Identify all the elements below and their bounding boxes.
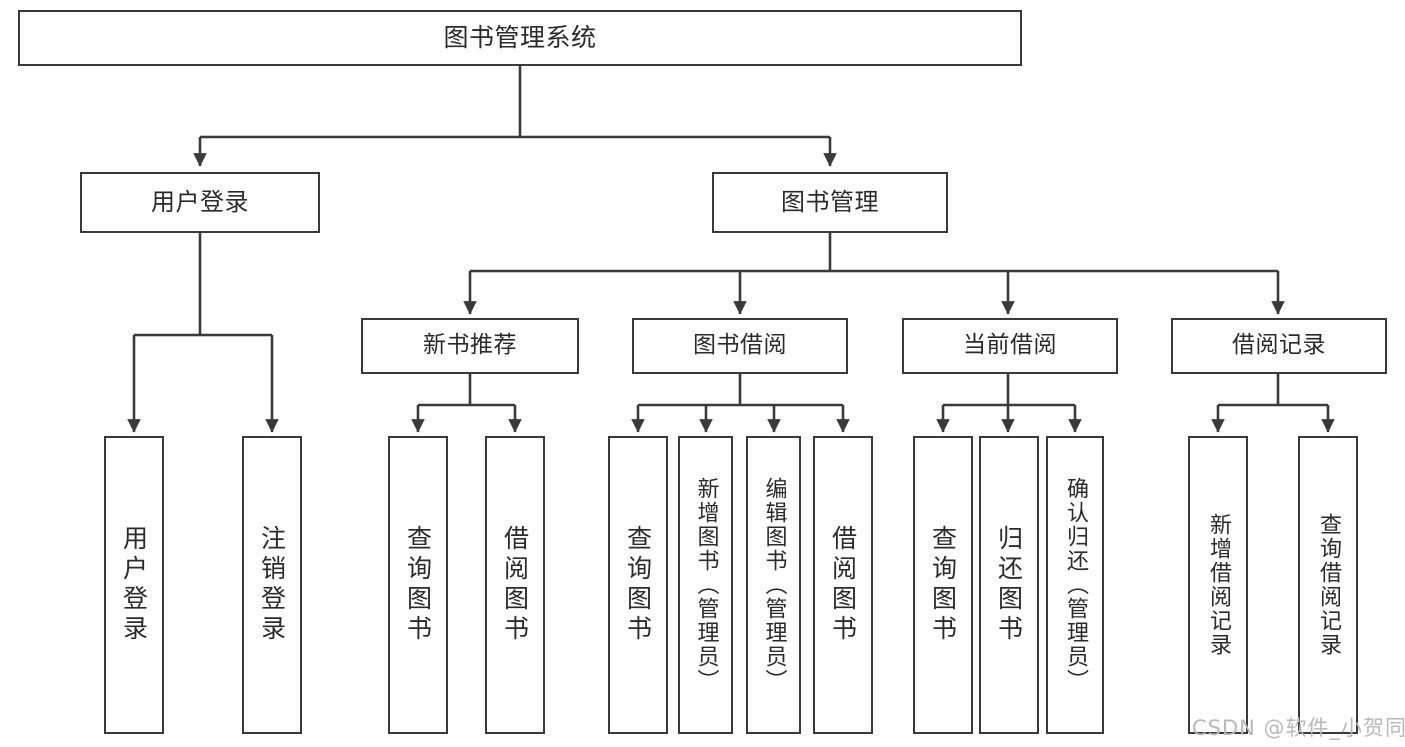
node-label: 图书管理 <box>781 188 879 217</box>
node-label: 借阅记录 <box>1232 332 1326 359</box>
node-borrow-record[interactable]: 借阅记录 <box>1171 318 1387 374</box>
node-label: 查询图书 <box>403 525 433 645</box>
node-current-borrow[interactable]: 当前借阅 <box>902 318 1118 374</box>
leaf-borrow-book-2[interactable]: 借阅图书 <box>813 436 873 734</box>
node-label: 查询借阅记录 <box>1316 513 1341 657</box>
node-label: 新书推荐 <box>423 332 517 359</box>
leaf-query-book-3[interactable]: 查询图书 <box>913 436 973 734</box>
node-label: 查询图书 <box>928 525 958 645</box>
node-book-borrow[interactable]: 图书借阅 <box>632 318 848 374</box>
node-label: 新增借阅记录 <box>1206 513 1231 657</box>
node-label: 归还图书 <box>994 525 1024 645</box>
leaf-return-book[interactable]: 归还图书 <box>979 436 1039 734</box>
leaf-borrow-book-1[interactable]: 借阅图书 <box>485 436 545 734</box>
node-label: 查询图书 <box>623 525 653 645</box>
node-label: 编辑图书（管理员） <box>761 477 787 693</box>
leaf-confirm-return-admin[interactable]: 确认归还（管理员） <box>1046 436 1104 734</box>
node-label: 借阅图书 <box>500 525 530 645</box>
node-label: 确认归还（管理员） <box>1063 477 1088 693</box>
leaf-add-book-admin[interactable]: 新增图书（管理员） <box>678 436 733 734</box>
leaf-add-borrow-record[interactable]: 新增借阅记录 <box>1188 436 1248 734</box>
node-root-book-management-system[interactable]: 图书管理系统 <box>18 10 1022 66</box>
leaf-user-login[interactable]: 用户登录 <box>104 436 164 734</box>
node-label: 用户登录 <box>151 188 249 217</box>
node-new-book-recommend[interactable]: 新书推荐 <box>361 318 579 374</box>
leaf-edit-book-admin[interactable]: 编辑图书（管理员） <box>746 436 801 734</box>
node-label: 图书借阅 <box>693 332 787 359</box>
leaf-query-book-2[interactable]: 查询图书 <box>608 436 668 734</box>
node-label: 借阅图书 <box>828 525 858 645</box>
node-book-manage[interactable]: 图书管理 <box>712 172 948 233</box>
node-label: 注销登录 <box>257 525 287 645</box>
leaf-query-borrow-record[interactable]: 查询借阅记录 <box>1298 436 1358 734</box>
leaf-logout-login[interactable]: 注销登录 <box>242 436 302 734</box>
node-label: 新增图书（管理员） <box>693 477 719 693</box>
node-label: 图书管理系统 <box>443 23 597 53</box>
node-label: 当前借阅 <box>963 332 1057 359</box>
node-user-login[interactable]: 用户登录 <box>80 172 320 233</box>
leaf-query-book-1[interactable]: 查询图书 <box>388 436 448 734</box>
node-label: 用户登录 <box>119 525 149 645</box>
